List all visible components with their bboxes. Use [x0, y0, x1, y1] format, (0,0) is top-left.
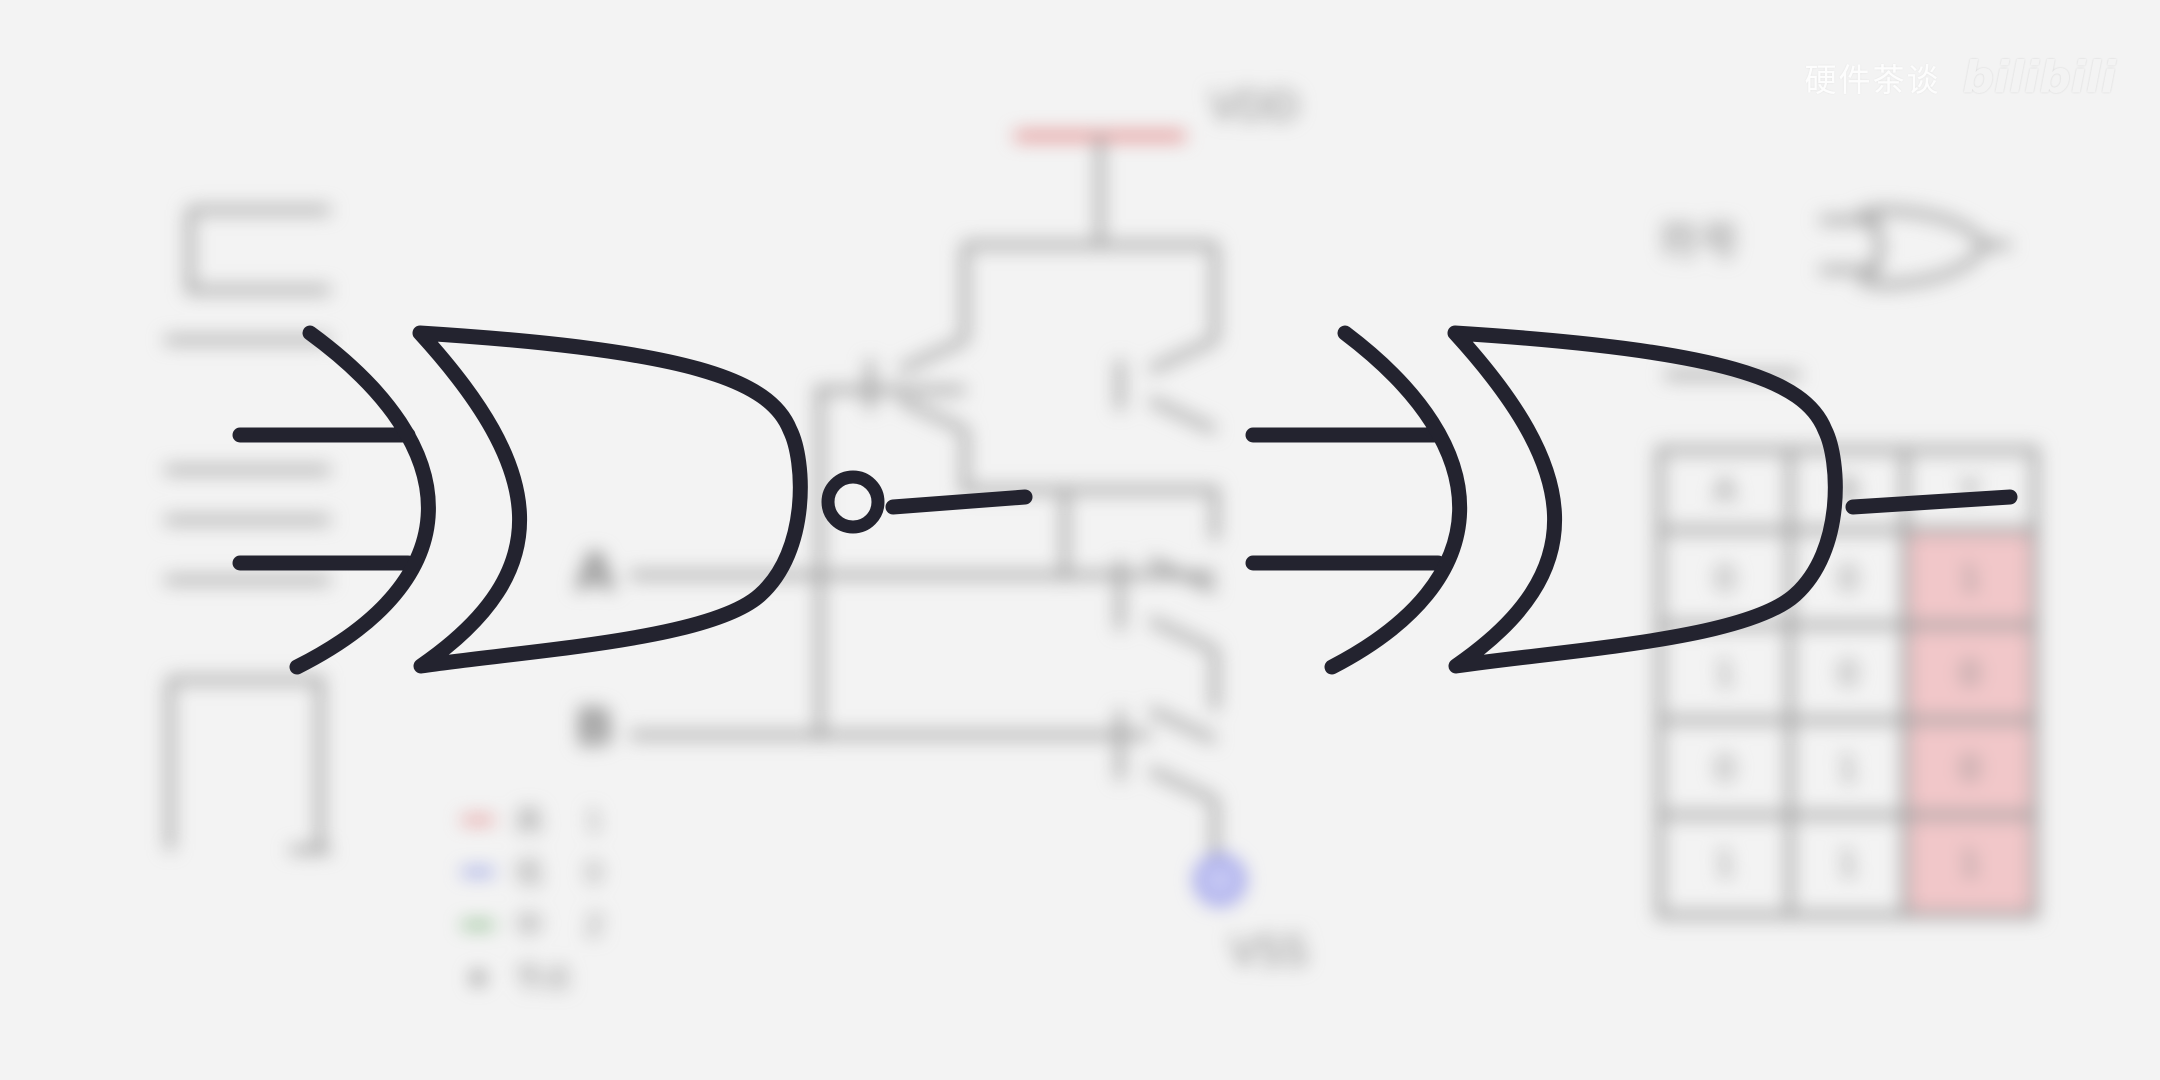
truth-table-cell: A — [1713, 471, 1736, 511]
xnor-extra-arc — [289, 325, 436, 675]
left-side-panel — [165, 206, 330, 854]
input-b-label: B — [575, 698, 615, 758]
watermark: 硬件茶谈 bilibili — [1805, 52, 2117, 103]
truth-table-cell: 0 — [1837, 559, 1859, 599]
truth-table-cell: 0 — [1714, 559, 1736, 599]
xnor-gate — [232, 325, 1033, 675]
xor-gate — [1245, 325, 2018, 675]
legend-mid-value: Z — [585, 909, 604, 942]
legend-node-label: 节点 — [515, 962, 571, 995]
watermark-channel: 硬件茶谈 — [1804, 60, 1941, 99]
xor-extra-arc — [1324, 325, 1468, 675]
xor-output-line — [1845, 489, 2018, 515]
legend-low-label: 低 — [515, 856, 543, 889]
truth-table-cell: 1 — [1837, 844, 1859, 884]
bilibili-logo: bilibili — [1962, 52, 2116, 103]
xnor-inversion-bubble — [821, 470, 885, 534]
vss-node — [1194, 854, 1246, 906]
truth-table-cell: 1 — [1959, 559, 1981, 599]
truth-table-cell: 1 — [1837, 749, 1859, 789]
legend-high-label: 高 — [515, 804, 543, 837]
input-a-label: A — [575, 543, 615, 603]
vss-label: VSS — [1230, 929, 1308, 975]
vdd-label: VDD — [1210, 84, 1299, 130]
truth-table-cell: 0 — [1959, 749, 1981, 789]
legend: 高 1 低 0 中 Z 节点 — [462, 804, 604, 995]
truth-table-cell: 0 — [1959, 654, 1981, 694]
symbol-title: 符号 — [1660, 219, 1740, 265]
truth-table-cell: 0 — [1714, 749, 1736, 789]
legend-swatch-node — [471, 971, 485, 985]
legend-mid-label: 中 — [515, 909, 543, 942]
legend-high-value: 1 — [585, 804, 603, 837]
xnor-body — [412, 325, 808, 674]
truth-table-cell: 1 — [1714, 654, 1736, 694]
xnor-output-line — [885, 489, 1033, 515]
truth-table-cell: 1 — [1959, 844, 1981, 884]
truth-table-cell: 0 — [1837, 654, 1859, 694]
background-schematic: VDD VSS A B 高 1 低 0 中 Z 节点 — [165, 84, 2039, 995]
xor-body — [1447, 325, 1843, 674]
legend-low-value: 0 — [585, 856, 603, 889]
small-gate-symbol — [1820, 206, 2010, 289]
truth-table-cell: 1 — [1714, 844, 1736, 884]
